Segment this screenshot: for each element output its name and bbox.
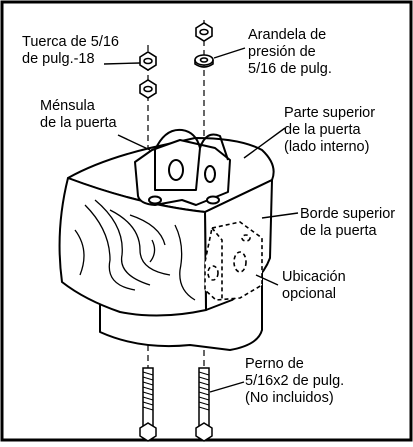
nut-label-line-1: Tuerca de 5/16: [22, 34, 119, 50]
washer-label-line-3: 5/16 de pulg.: [248, 61, 332, 77]
bolt-threads: [142, 371, 210, 411]
washer-label-line-2: presión de: [248, 44, 316, 60]
washer-label: Arandela de presión de 5/16 de pulg.: [248, 27, 332, 78]
bolt-label-line-2: 5/16x2 de pulg.: [245, 373, 345, 389]
door-top-label: Parte superior de la puerta (lado intern…: [284, 105, 375, 156]
optional-location-label: Ubicación opcional: [282, 269, 346, 303]
washer-hardware: [194, 22, 214, 68]
door-top-label-line-3: (lado interno): [284, 139, 370, 155]
washer-label-line-1: Arandela de: [248, 27, 327, 43]
bolt-label-line-3: (No incluidos): [245, 390, 334, 406]
bracket-label: Ménsula de la puerta: [40, 98, 117, 132]
door-top-label-line-2: de la puerta: [284, 122, 361, 138]
nut-label-line-2: de pulg.-18: [22, 51, 95, 67]
optional-bracket-drawing: [204, 221, 263, 301]
door-top-label-line-1: Parte superior: [284, 105, 376, 121]
bolt-label-line-1: Perno de: [245, 356, 304, 372]
door-bracket-drawing: [134, 128, 231, 206]
door-edge-label-line-1: Borde superior: [300, 206, 396, 222]
nut-label: Tuerca de 5/16 de pulg.-18: [22, 34, 119, 68]
nut-hardware: [139, 51, 157, 99]
bolt-label: Perno de 5/16x2 de pulg. (No incluidos): [245, 356, 344, 407]
door-edge-label-line-2: de la puerta: [300, 223, 377, 239]
door-edge-label: Borde superior de la puerta: [300, 206, 395, 240]
optional-location-label-line-1: Ubicación: [282, 269, 346, 285]
optional-location-label-line-2: opcional: [282, 286, 337, 302]
leader-lines: [103, 47, 299, 393]
bracket-label-line-1: Ménsula: [40, 98, 95, 114]
wood-grain: [74, 199, 196, 301]
bracket-label-line-2: de la puerta: [40, 115, 117, 131]
